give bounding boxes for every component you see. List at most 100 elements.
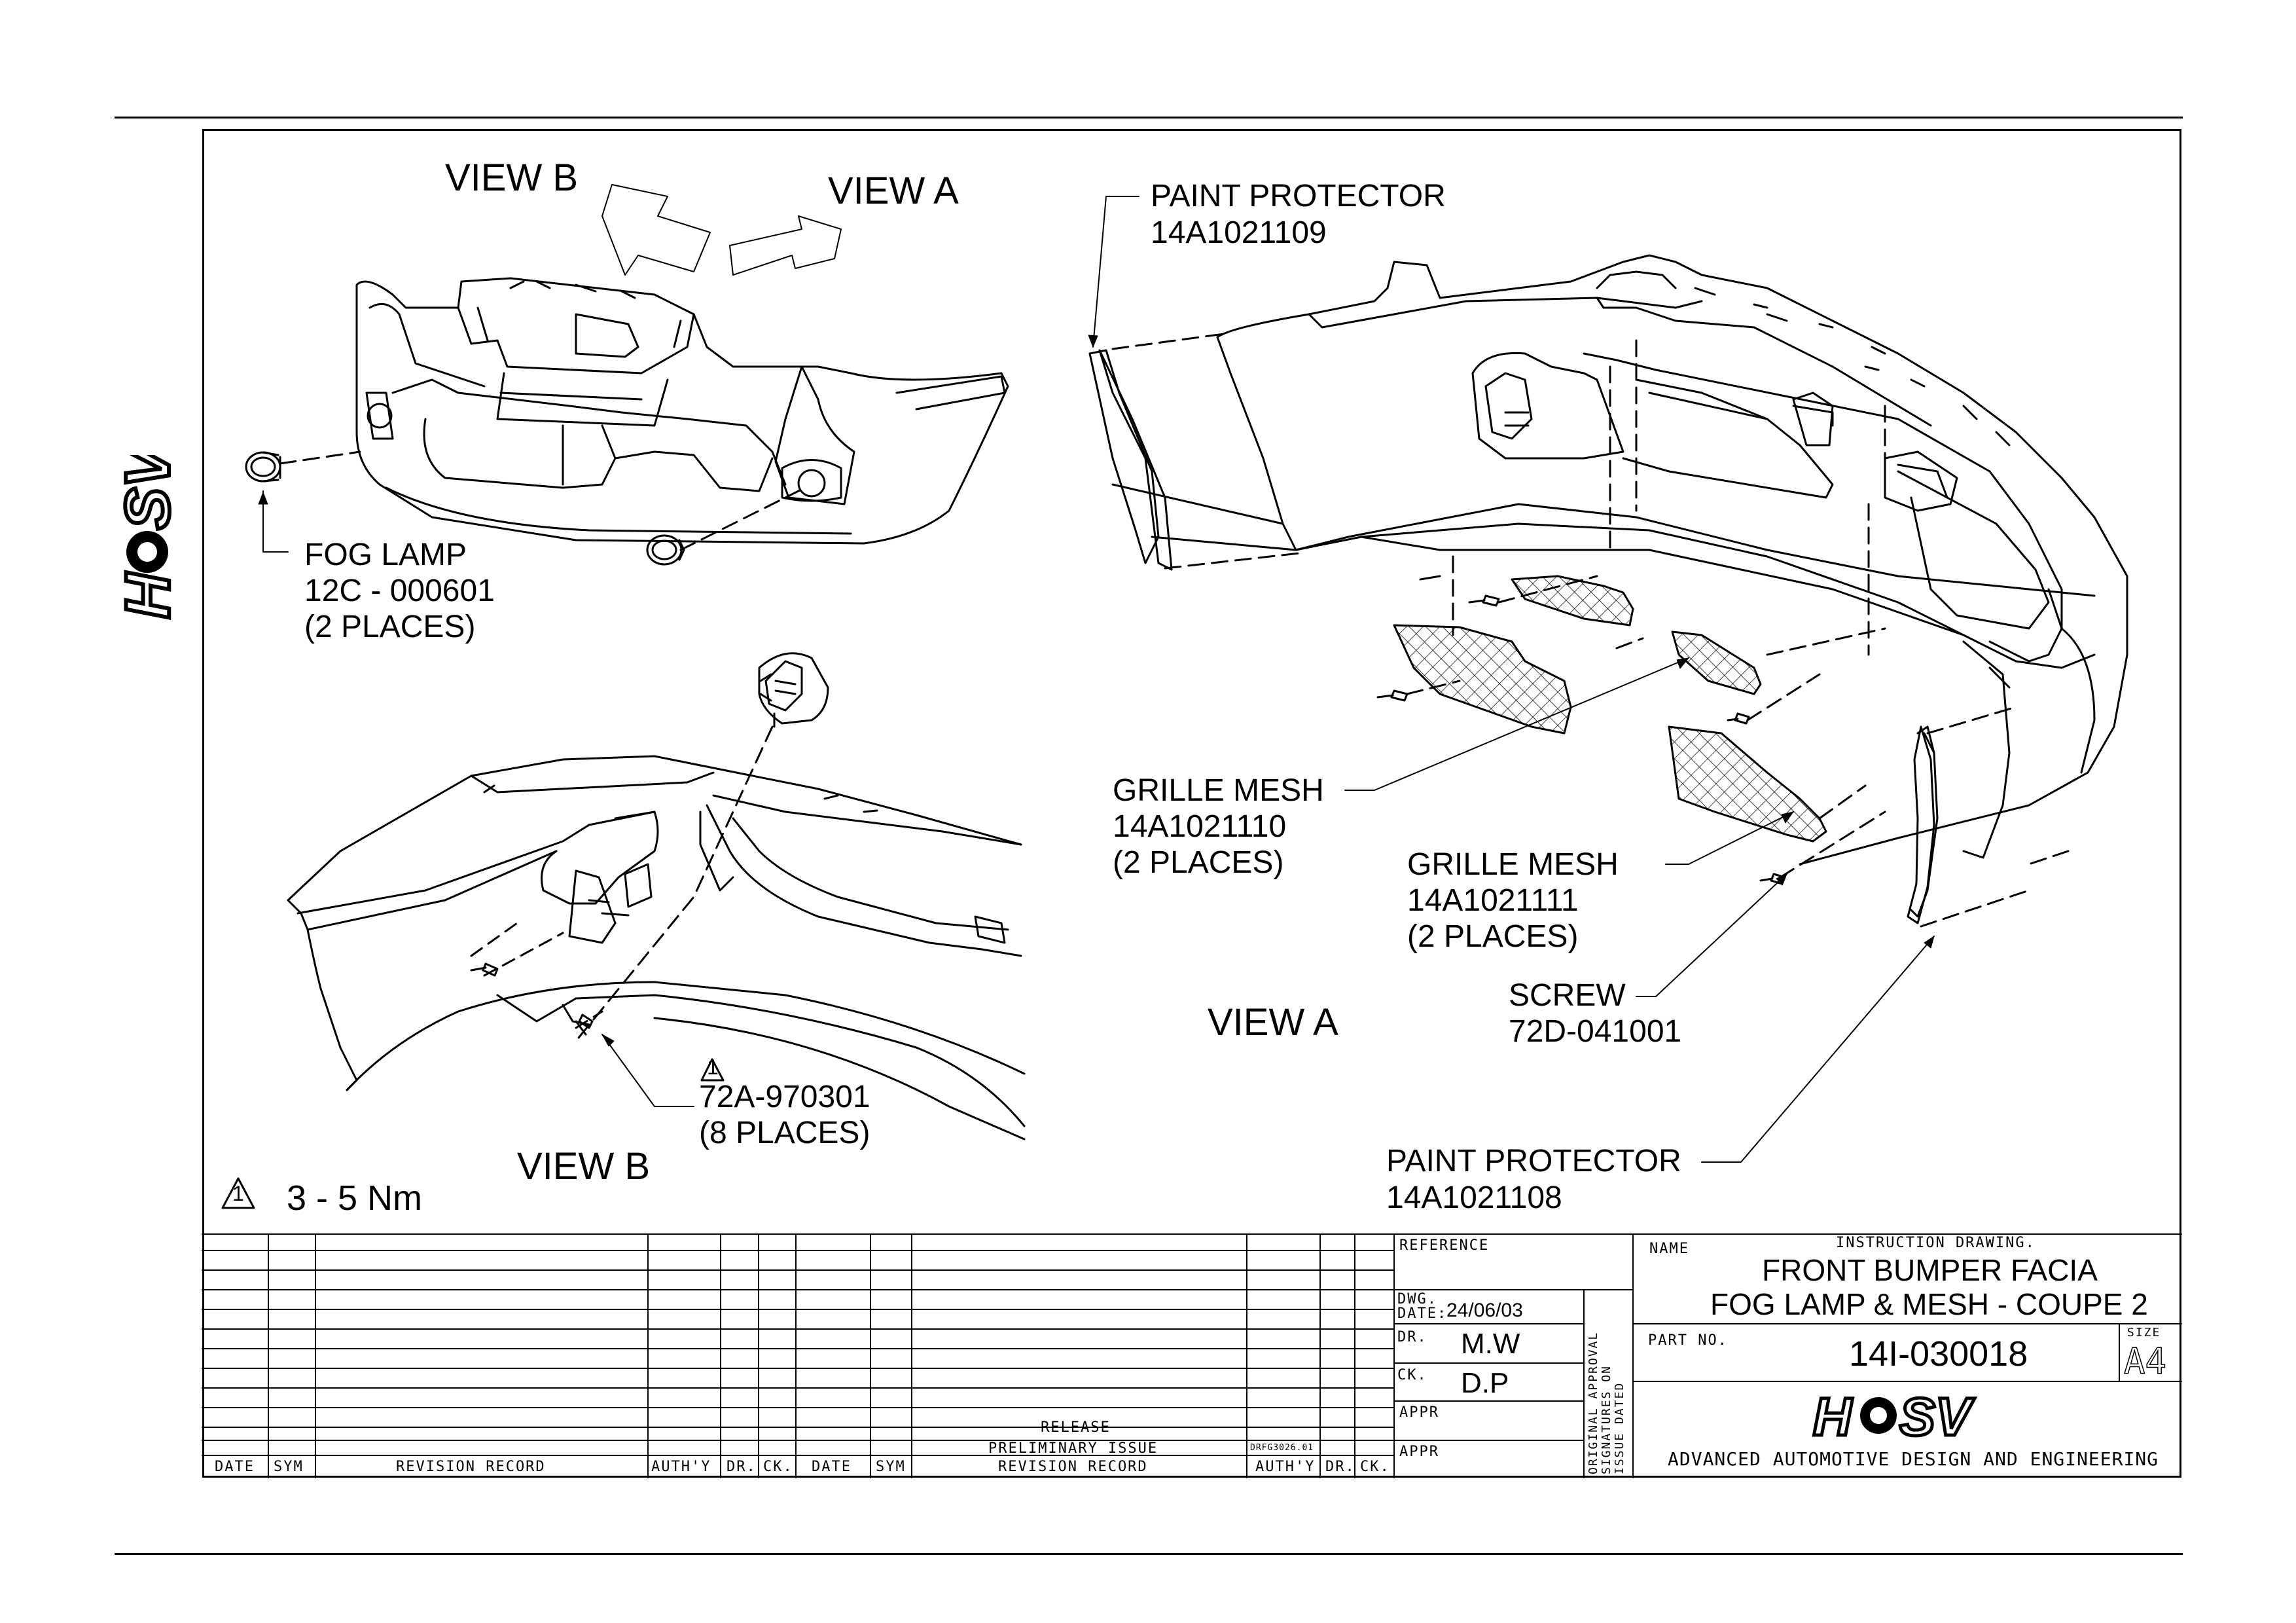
- rev-header-date-left: DATE: [215, 1459, 255, 1475]
- fog-lamp-qty: (2 PLACES): [304, 610, 476, 644]
- size-value: A4: [2123, 1340, 2167, 1383]
- bumper-rear-lower-shell: [1295, 522, 2096, 918]
- bumper-rear-view-a: [1088, 254, 2128, 866]
- view-a-arrow: [729, 215, 842, 276]
- paint-protector-lower-part: [1907, 725, 1935, 924]
- grille-mesh-14a1021110-small: [1511, 575, 1634, 627]
- fog-lamp-right-centerline: [679, 486, 806, 551]
- rev-header-record-right: REVISION RECORD: [998, 1459, 1148, 1475]
- rev-header-ck-left: CK.: [763, 1459, 793, 1475]
- drawing-type: INSTRUCTION DRAWING.: [1836, 1235, 2036, 1251]
- paint-protector-upper-leader: [1092, 196, 1139, 348]
- view-a-label-top: VIEW A: [828, 170, 959, 212]
- top-rule: [115, 117, 2183, 119]
- dwg-label: DWG.: [1397, 1291, 1437, 1307]
- torque-note-triangle: [221, 1177, 255, 1209]
- view-b-label-top: VIEW B: [445, 156, 579, 199]
- rev-header-sym-right: SYM: [876, 1459, 906, 1475]
- drawing-frame: [202, 129, 2181, 1478]
- fog-lamp-part: 12C - 000601: [304, 574, 495, 608]
- fog-lamp-right: [646, 534, 685, 566]
- fastener-note-triangle: [700, 1058, 725, 1082]
- grille-mesh-2-part: 14A1021111: [1407, 883, 1579, 918]
- grille-mesh-2-name: GRILLE MESH: [1407, 847, 1619, 882]
- title-logo-h: H: [1813, 1387, 1853, 1444]
- torque-note-text: 3 - 5 Nm: [287, 1178, 423, 1218]
- size-label: SIZE: [2127, 1326, 2161, 1340]
- view-b-label-bottom: VIEW B: [517, 1145, 651, 1188]
- fog-lamp-exploded-view-b: [758, 652, 829, 728]
- logo-h-text: H: [113, 572, 183, 619]
- title-line-2: FOG LAMP & MESH - COUPE 2: [1710, 1287, 2148, 1321]
- view-b-lamp-centerline: [575, 725, 774, 1042]
- hsv-side-logo: H SV: [111, 455, 183, 621]
- paint-protector-upper-name: PAINT PROTECTOR: [1151, 179, 1446, 213]
- paint-protector-upper-part: 14A1021109: [1151, 215, 1327, 250]
- fog-lamp-left: [245, 451, 281, 483]
- approval-line-3: ISSUE DATED: [1613, 1381, 1626, 1474]
- screw-part: 72D-041001: [1509, 1014, 1682, 1049]
- fog-lamp-left-centerline: [279, 450, 361, 465]
- approval-line-1: ORIGINAL APPROVAL: [1587, 1331, 1600, 1474]
- grille-mesh-14a1021111-large: [1668, 725, 1827, 843]
- part-no-label: PART NO.: [1648, 1332, 1728, 1349]
- screw-leader: [1636, 873, 1787, 997]
- appr-label-1: APPR: [1399, 1404, 1439, 1421]
- ck-label: CK.: [1397, 1367, 1427, 1383]
- rev-header-date-right: DATE: [812, 1459, 852, 1475]
- approval-line-2: SIGNATURES ON: [1600, 1365, 1613, 1474]
- rev-header-auth-right: AUTH'Y: [1255, 1459, 1316, 1475]
- company-tagline: ADVANCED AUTOMOTIVE DESIGN AND ENGINEERI…: [1668, 1448, 2159, 1470]
- bottom-rule: [115, 1553, 2183, 1555]
- grille-mesh-1-name: GRILLE MESH: [1113, 773, 1324, 808]
- grille-mesh-2-qty: (2 PLACES): [1407, 919, 1579, 954]
- dr-label: DR.: [1397, 1329, 1427, 1345]
- paint-protector-lower-name: PAINT PROTECTOR: [1386, 1144, 1681, 1178]
- logo-sv-text: SV: [113, 455, 183, 530]
- rev-row-release: RELEASE: [1041, 1419, 1111, 1436]
- fog-lamp-leader: [262, 490, 289, 553]
- grille-mesh-14a1021110-large: [1393, 624, 1572, 735]
- front-bumper-front-view: [355, 277, 1009, 545]
- paint-protector-upper-part: [1098, 349, 1173, 571]
- fastener-qty: (8 PLACES): [699, 1116, 870, 1150]
- rev-header-dr-right: DR.: [1325, 1459, 1355, 1475]
- grille-mesh-1-leader: [1344, 657, 1689, 791]
- ck-value: D.P: [1461, 1367, 1509, 1399]
- rev-header-dr-left: DR.: [726, 1459, 757, 1475]
- rev-header-record-left: REVISION RECORD: [396, 1459, 546, 1475]
- fastener-leader: [601, 1034, 694, 1107]
- hsv-title-logo: H SV: [1812, 1387, 1977, 1444]
- rev-row-preliminary: PRELIMINARY ISSUE: [988, 1440, 1158, 1457]
- approval-vertical-text: ORIGINAL APPROVAL SIGNATURES ON ISSUE DA…: [1587, 1298, 1626, 1474]
- appr-label-2: APPR: [1399, 1444, 1439, 1460]
- title-logo-sv: SV: [1899, 1387, 1975, 1444]
- grille-mesh-1-qty: (2 PLACES): [1113, 845, 1284, 880]
- grille-mesh-1-part: 14A1021110: [1113, 809, 1287, 844]
- grille-mesh-2-leader: [1665, 811, 1794, 865]
- part-no-value: 14I-030018: [1849, 1334, 2028, 1374]
- dr-value: M.W: [1461, 1328, 1520, 1360]
- rev-header-ck-right: CK.: [1360, 1459, 1390, 1475]
- bumper-underside-view-b: [287, 755, 1026, 1140]
- view-b-arrow: [601, 184, 711, 276]
- dwg-date-value: 24/06/03: [1446, 1300, 1523, 1321]
- paint-protector-lower-part: 14A1021108: [1386, 1180, 1562, 1215]
- title-block-grid: [202, 1233, 2182, 1478]
- date-label: DATE:: [1397, 1305, 1448, 1322]
- fastener-part: 72A-970301: [699, 1080, 870, 1114]
- rev-row-preliminary-ref: DRFG3026.01: [1250, 1443, 1314, 1453]
- screws-view-a: [1376, 594, 1786, 885]
- torque-note-number: 1: [232, 1182, 244, 1205]
- screws-view-b: [470, 962, 594, 1036]
- rev-header-sym-left: SYM: [274, 1459, 304, 1475]
- title-line-1: FRONT BUMPER FACIA: [1762, 1253, 2098, 1287]
- fastener-note-number: 1: [707, 1055, 719, 1079]
- name-label: NAME: [1649, 1241, 1689, 1257]
- paint-protector-lower-leader: [1701, 936, 1935, 1163]
- view-a-label-mid: VIEW A: [1208, 1001, 1338, 1044]
- screw-name: SCREW: [1509, 978, 1626, 1013]
- reference-label: REFERENCE: [1399, 1237, 1490, 1254]
- rev-header-auth-left: AUTH'Y: [651, 1459, 711, 1475]
